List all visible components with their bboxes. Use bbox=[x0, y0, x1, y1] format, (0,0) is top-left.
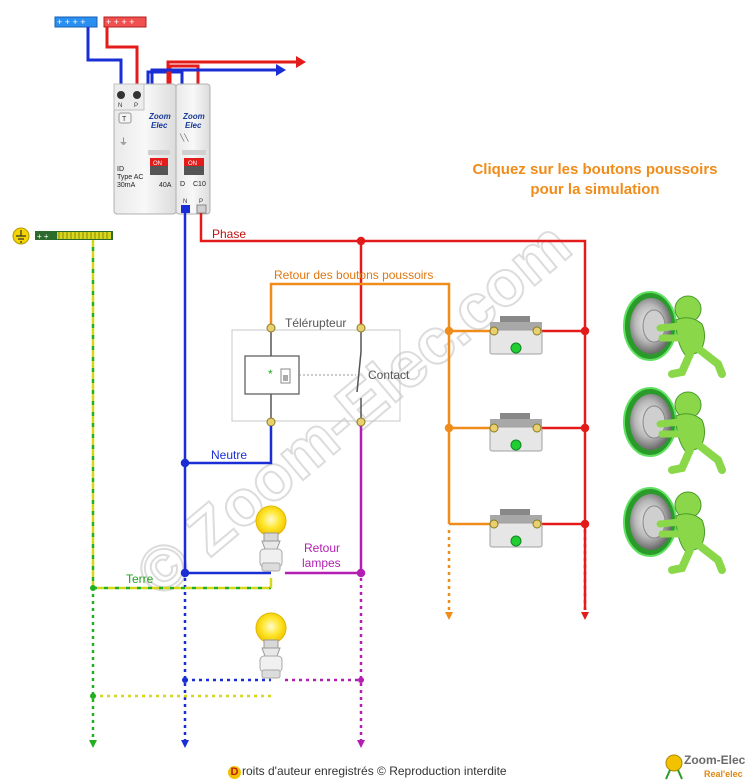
mcb-terminal-n: N bbox=[183, 199, 187, 205]
outgoing-phase-arrow bbox=[166, 56, 306, 86]
push-button-3[interactable] bbox=[489, 509, 543, 548]
character-pushing-button-icon[interactable] bbox=[623, 487, 726, 574]
relay-label: Télérupteur bbox=[285, 316, 346, 330]
id-test-button: T bbox=[122, 116, 127, 123]
push-button-1[interactable] bbox=[489, 316, 543, 355]
svg-text:╲╲: ╲╲ bbox=[179, 133, 189, 142]
id-terminal-n: N bbox=[118, 103, 122, 109]
svg-text:+ +: + + bbox=[37, 232, 49, 241]
supply-neutral-wire bbox=[86, 27, 123, 86]
button-return-continuation-arrow bbox=[445, 530, 453, 620]
id-line3: 30mA bbox=[117, 182, 136, 189]
lamp-return-label-line1: Retour bbox=[304, 541, 340, 555]
lamp-return-wire bbox=[285, 426, 366, 578]
brand-sub: Real'elec bbox=[704, 769, 743, 779]
svg-text:+ + + +: + + + + bbox=[57, 17, 86, 27]
id-terminal-p: P bbox=[134, 103, 138, 109]
bulb-icon bbox=[255, 505, 287, 572]
contact-label: Contact bbox=[368, 368, 410, 382]
character-pushing-button-icon[interactable] bbox=[623, 387, 726, 474]
id-rating: 40A bbox=[159, 182, 172, 189]
instruction-line2: pour la simulation bbox=[530, 181, 660, 198]
circuit-breaker-c10: Zoom Elec ╲╲ ON D C10 N P bbox=[175, 83, 211, 215]
lamp-return-continuation bbox=[285, 578, 365, 748]
push-button-2[interactable] bbox=[489, 413, 543, 452]
mcb-brand-line1: Zoom bbox=[182, 112, 205, 121]
copyright-text: roits d'auteur enregistrés © Reproductio… bbox=[242, 764, 507, 778]
earth-wire bbox=[90, 240, 273, 591]
impulse-relay: * bbox=[231, 323, 401, 427]
mcb-terminal-p: P bbox=[199, 199, 203, 205]
id-on-label: ON bbox=[153, 161, 162, 167]
earth-continuation bbox=[89, 594, 271, 748]
neutral-wire bbox=[180, 213, 273, 578]
phase-label: Phase bbox=[212, 227, 246, 241]
neutral-continuation bbox=[181, 578, 271, 748]
id-brand-line1: Zoom bbox=[148, 112, 171, 121]
character-pushing-button-icon[interactable] bbox=[623, 291, 726, 378]
bulb-icon bbox=[255, 612, 287, 679]
brand-logo: Zoom-Elec Real'elec bbox=[665, 753, 746, 780]
neutral-supply-bar: + + + + bbox=[54, 16, 98, 28]
mcb-brand-line2: Elec bbox=[185, 121, 202, 130]
phase-continuation-arrow bbox=[581, 530, 589, 620]
phase-supply-bar: + + + + bbox=[103, 16, 147, 28]
svg-text:+ + + +: + + + + bbox=[106, 17, 135, 27]
supply-phase-wire bbox=[105, 27, 139, 86]
instruction-text: Cliquez sur les boutons poussoirs pour l… bbox=[455, 160, 735, 200]
button-return-label: Retour des boutons poussoirs bbox=[274, 268, 433, 282]
lamp-return-label-line2: lampes bbox=[302, 556, 341, 570]
copyright-d-icon: D bbox=[228, 766, 241, 779]
bridge-neutral-wire bbox=[146, 70, 184, 86]
residual-current-breaker: N P T Zoom Elec ⏚ ON ID Type AC 30mA 40A bbox=[113, 83, 177, 215]
brand-name: Zoom-Elec bbox=[684, 753, 746, 767]
neutral-label: Neutre bbox=[211, 448, 247, 462]
id-line2: Type AC bbox=[117, 174, 143, 181]
id-brand-line2: Elec bbox=[151, 121, 168, 130]
button-return-wire bbox=[269, 282, 494, 526]
outgoing-neutral-arrow bbox=[150, 64, 286, 86]
instruction-line1: Cliquez sur les boutons poussoirs bbox=[472, 161, 718, 178]
mcb-right-label: C10 bbox=[193, 181, 206, 188]
mcb-left-label: D bbox=[180, 181, 185, 188]
earth-label: Terre bbox=[126, 572, 154, 586]
id-line1: ID bbox=[117, 166, 124, 173]
coil-star: * bbox=[268, 367, 273, 381]
mcb-on-label: ON bbox=[188, 161, 197, 167]
earth-bar: + + bbox=[12, 227, 113, 245]
bridge-phase-wire bbox=[168, 64, 200, 86]
svg-text:⏚: ⏚ bbox=[119, 137, 128, 147]
